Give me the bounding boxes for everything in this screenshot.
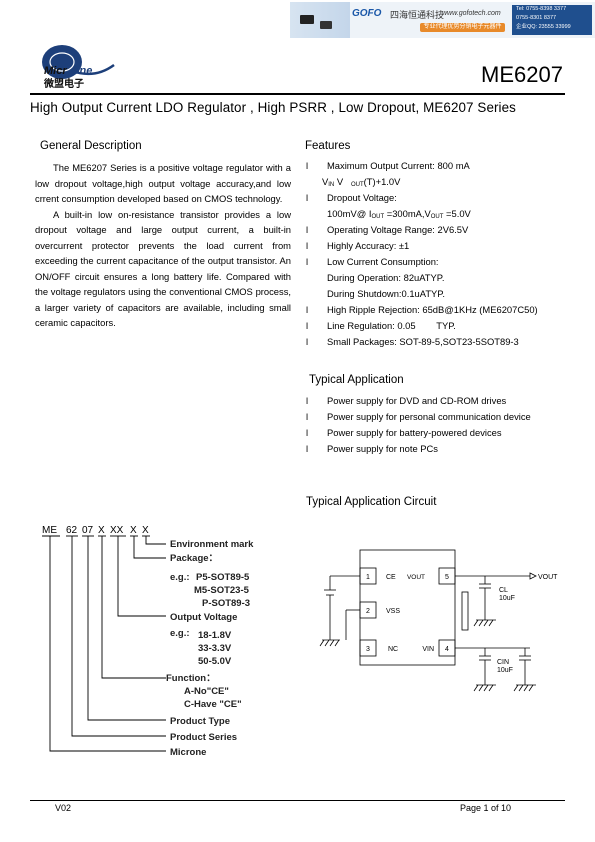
- list-item: VIN V OUT(T)+1.0V: [322, 176, 401, 188]
- pin-label: CE: [386, 574, 396, 581]
- description-paragraph: A built-in low on-resistance transistor …: [35, 208, 291, 329]
- package-option: P-SOT89-3: [202, 598, 250, 609]
- pin-label: VIN: [422, 646, 434, 653]
- pin-number: 1: [366, 574, 370, 581]
- eg-label: e.g.:: [170, 572, 190, 583]
- function-option: A-No"CE": [184, 686, 229, 697]
- function-option: C-Have "CE": [184, 699, 242, 710]
- version-label: V02: [55, 803, 72, 813]
- pin-number: 3: [366, 646, 370, 653]
- typical-application-heading: Typical Application: [309, 374, 404, 386]
- list-item: 100mV@ IOUT =300mA,VOUT =5.0V: [327, 208, 471, 220]
- package-option: M5-SOT23-5: [194, 585, 250, 596]
- code-segment: 07: [82, 525, 94, 536]
- code-segment: ME: [42, 525, 57, 536]
- ordering-code-diagram: ME 62 07 X XX X X Environment mark Packa…: [42, 525, 254, 758]
- banner-url: www.gofotech.com: [442, 10, 501, 17]
- application-circuit-diagram: 1 2 3 4 5 CE VSS NC VOUT VIN CL 10uF CIN…: [319, 549, 558, 692]
- page-number: Page 1 of 10: [460, 803, 512, 813]
- output-voltage-label: Output Voltage: [170, 612, 237, 623]
- chip-icon: [300, 15, 314, 24]
- banner-contact: Tel: 0755-8398 3377 0755-8301 8377 企业QQ:…: [512, 5, 592, 35]
- header-rule: [30, 93, 565, 95]
- eg-label: e.g.:: [170, 628, 190, 639]
- chip-icon: [320, 21, 332, 29]
- code-segment: X: [130, 525, 137, 536]
- package-label: Package：: [170, 553, 218, 564]
- logo-cn: 微盟电子: [43, 77, 84, 89]
- cin-label: CIN: [497, 659, 509, 666]
- banner-tagline: 专业代理优势分销电子元器件: [420, 23, 505, 32]
- package-option: P5-SOT89-5: [196, 572, 250, 583]
- pin-label: VOUT: [407, 574, 425, 581]
- product-type-label: Product Type: [170, 716, 230, 727]
- voltage-option: 18-1.8V: [198, 630, 232, 641]
- banner-company: 四海恒通科技: [390, 10, 445, 20]
- voltage-option: 50-5.0V: [198, 656, 232, 667]
- general-description: The ME6207 Series is a positive voltage …: [35, 160, 291, 331]
- brand-label: Microne: [170, 747, 206, 758]
- product-series-label: Product Series: [170, 732, 237, 743]
- pin-number: 5: [445, 574, 449, 581]
- pin-number: 4: [445, 646, 449, 653]
- svg-text:One: One: [71, 65, 92, 77]
- list-item: During Operation: 82uATYP.: [327, 272, 445, 283]
- footer-rule: [30, 800, 565, 801]
- description-paragraph: The ME6207 Series is a positive voltage …: [35, 162, 291, 204]
- vout-label: VOUT: [538, 574, 558, 581]
- header-banner-ad[interactable]: GOFO 四海恒通科技 www.gofotech.com 专业代理优势分销电子元…: [290, 2, 595, 38]
- cin-value: 10uF: [497, 667, 513, 674]
- circuit-heading: Typical Application Circuit: [306, 496, 437, 508]
- list-item: During Shutdown:0.1uATYP.: [327, 288, 445, 299]
- pin-number: 2: [366, 608, 370, 615]
- pin-label: NC: [388, 646, 398, 653]
- voltage-option: 33-3.3V: [198, 643, 232, 654]
- cl-label: CL: [499, 587, 508, 594]
- env-mark-label: Environment mark: [170, 539, 254, 550]
- code-segment: X: [142, 525, 149, 536]
- part-number: ME6207: [481, 62, 563, 87]
- microne-logo: Micr One 微盟电子: [42, 45, 115, 89]
- code-segment: XX: [110, 525, 124, 536]
- banner-brand: GOFO: [352, 8, 382, 19]
- cl-value: 10uF: [499, 595, 515, 602]
- page-title: High Output Current LDO Regulator , High…: [30, 100, 516, 115]
- banner-product-image: [290, 2, 350, 38]
- function-label: Function：: [166, 673, 216, 684]
- code-segment: 62: [66, 525, 78, 536]
- features-heading: Features: [305, 140, 351, 152]
- code-segment: X: [98, 525, 105, 536]
- pin-label: VSS: [386, 608, 400, 615]
- general-description-heading: General Description: [40, 140, 142, 152]
- logo-wordmark: Micr: [44, 65, 67, 77]
